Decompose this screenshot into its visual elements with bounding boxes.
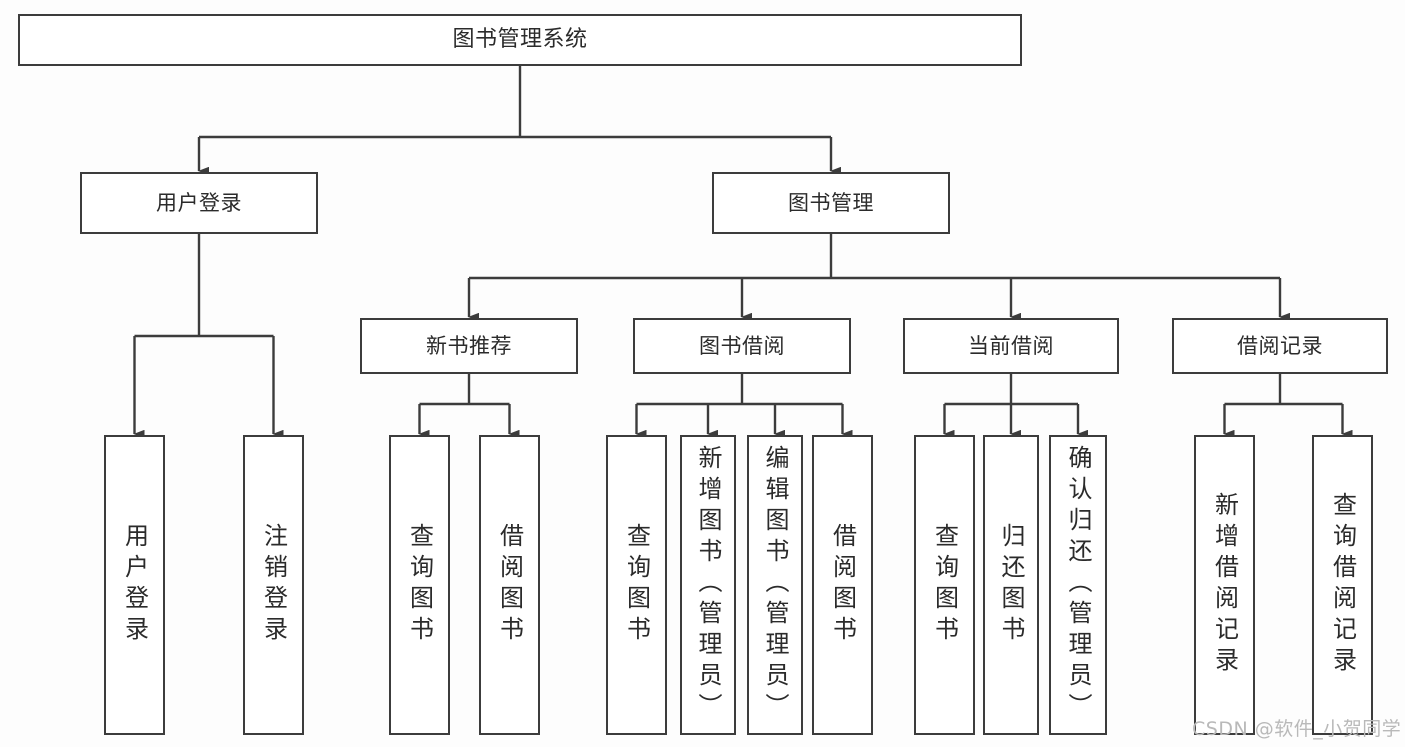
node-label: 查询借阅记录 [1328, 492, 1357, 678]
node-label: 新增图书（管理员） [694, 445, 722, 724]
node-label: 查询图书 [930, 523, 959, 647]
node-label: 借阅记录 [1237, 333, 1323, 358]
node-b3[interactable]: 编辑图书（管理员） [747, 435, 803, 735]
node-label: 确认归还（管理员） [1064, 445, 1092, 724]
node-label: 查询图书 [405, 523, 434, 647]
node-label: 新书推荐 [426, 333, 512, 358]
node-b1[interactable]: 查询图书 [606, 435, 667, 735]
csdn-watermark: CSDN @软件_小贺同学 [1192, 718, 1402, 740]
node-label: 借阅图书 [828, 523, 857, 647]
node-label: 借阅图书 [495, 523, 524, 647]
node-c3[interactable]: 确认归还（管理员） [1049, 435, 1107, 735]
node-bookmgmt[interactable]: 图书管理 [712, 172, 950, 234]
node-label: 图书管理系统 [452, 27, 588, 53]
node-label: 编辑图书（管理员） [761, 445, 789, 724]
node-n1[interactable]: 查询图书 [389, 435, 450, 735]
node-b4[interactable]: 借阅图书 [812, 435, 873, 735]
node-r2[interactable]: 查询借阅记录 [1312, 435, 1373, 735]
node-label: 用户登录 [156, 190, 242, 215]
node-records[interactable]: 借阅记录 [1172, 318, 1388, 374]
node-c2[interactable]: 归还图书 [983, 435, 1039, 735]
tree-connectors [133, 66, 1353, 439]
node-root[interactable]: 图书管理系统 [18, 14, 1022, 66]
node-label: 注销登录 [259, 523, 288, 647]
node-current[interactable]: 当前借阅 [903, 318, 1119, 374]
node-label: 图书管理 [788, 190, 874, 215]
node-label: 用户登录 [120, 523, 149, 647]
node-r1[interactable]: 新增借阅记录 [1194, 435, 1255, 735]
node-c1[interactable]: 查询图书 [914, 435, 975, 735]
node-newbook[interactable]: 新书推荐 [360, 318, 578, 374]
node-borrow[interactable]: 图书借阅 [633, 318, 851, 374]
node-label: 归还图书 [997, 523, 1025, 647]
node-label: 查询图书 [622, 523, 651, 647]
node-label: 新增借阅记录 [1210, 492, 1239, 678]
node-l2[interactable]: 注销登录 [243, 435, 304, 735]
node-l1[interactable]: 用户登录 [104, 435, 165, 735]
node-label: 图书借阅 [699, 333, 785, 358]
node-n2[interactable]: 借阅图书 [479, 435, 540, 735]
node-b2[interactable]: 新增图书（管理员） [680, 435, 736, 735]
node-login[interactable]: 用户登录 [80, 172, 318, 234]
node-label: 当前借阅 [968, 333, 1054, 358]
